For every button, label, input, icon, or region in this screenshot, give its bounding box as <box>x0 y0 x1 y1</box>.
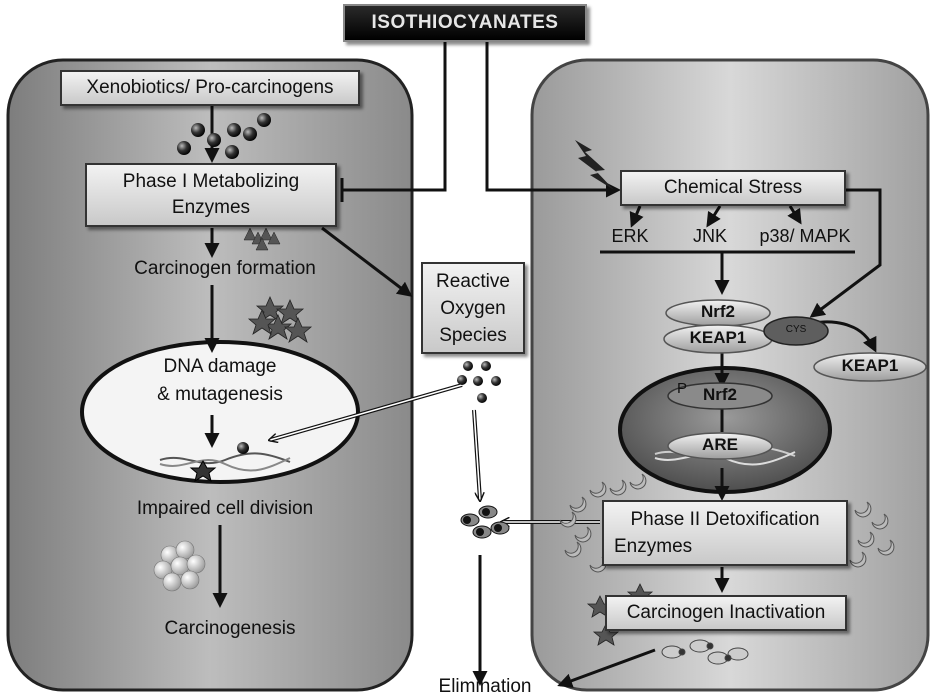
phase2-label-line1: Phase II Detoxification <box>630 509 820 530</box>
ros-label-line2: Oxygen <box>440 297 506 319</box>
nrf2-nucleus-label: Nrf2 <box>702 385 737 404</box>
xenobiotics-box: Xenobiotics/ Pro-carcinogens <box>60 70 360 106</box>
carcinogen-inactivation-label: Carcinogen Inactivation <box>626 602 826 623</box>
arrow-to-chemical-stress <box>485 40 621 198</box>
are-pill <box>667 432 773 460</box>
left-nucleus <box>80 340 360 484</box>
phase1-label-line1: Phase I Metabolizing <box>122 171 300 192</box>
ros-particles <box>457 361 501 403</box>
carcinogen-formation-label: Carcinogen formation <box>134 258 316 279</box>
dna-strand-left <box>159 452 291 465</box>
triangle-particles <box>243 227 281 251</box>
dna-lesion-star <box>189 459 217 483</box>
phase2-enzymes-box: Phase II Detoxification Enzymes <box>602 500 848 566</box>
arrow-stress-cys <box>809 188 882 318</box>
cys-pill <box>763 316 829 346</box>
impaired-cell-division-label: Impaired cell division <box>136 498 314 519</box>
arrow-p38 <box>787 205 802 225</box>
dna-strand-left-2 <box>159 457 291 472</box>
xenobiotics-label: Xenobiotics/ Pro-carcinogens <box>86 77 334 98</box>
keap1-label: KEAP1 <box>689 328 747 347</box>
keap1-released-pill <box>813 352 927 382</box>
ros-label-line1: Reactive <box>436 270 510 292</box>
phase1-enzymes-box: Phase I Metabolizing Enzymes <box>85 163 337 227</box>
inhibition-line <box>342 40 447 192</box>
phase2-enzyme-crescents <box>559 473 895 573</box>
phase2-label-line2: Enzymes <box>614 536 693 557</box>
are-label: ARE <box>702 435 738 454</box>
p38-mapk-label: p38/ MAPK <box>759 226 851 246</box>
nrf2-label: Nrf2 <box>700 302 735 321</box>
jnk-label: JNK <box>692 226 727 246</box>
chemical-stress-label: Chemical Stress <box>663 177 803 198</box>
arrow-ros-dna <box>270 384 463 440</box>
tumor-cell-cluster <box>153 540 206 592</box>
carcinogen-inactivation-box: Carcinogen Inactivation <box>605 595 847 631</box>
carcinogen-star-cluster <box>247 296 313 343</box>
cys-label: CYS <box>785 324 807 335</box>
isothiocyanates-title-box: ISOTHIOCYANATES <box>343 4 587 42</box>
chemical-stress-box: Chemical Stress <box>620 170 846 206</box>
dna-lesion-particle <box>237 442 249 454</box>
phospho-marker-label: P <box>676 380 687 397</box>
keap1-released-label: KEAP1 <box>841 356 899 375</box>
elimination-label: Elimination <box>438 676 532 697</box>
arrow-erk <box>629 205 644 228</box>
arrow-inactivation-elimination <box>557 648 656 688</box>
erk-label: ERK <box>611 226 649 246</box>
dna-damage-label-line1: DNA damage <box>163 356 277 377</box>
lightning-icon <box>575 140 614 190</box>
nrf2-nucleus-pill <box>667 382 773 410</box>
arrow-ros-down <box>473 409 480 500</box>
dna-damage-label-line2: & mutagenesis <box>157 384 283 405</box>
arrow-jnk <box>706 205 722 228</box>
carcinogenesis-label: Carcinogenesis <box>164 618 296 639</box>
pro-carcinogen-particles <box>177 113 271 159</box>
ros-box: Reactive Oxygen Species <box>421 262 525 354</box>
neutralized-complex <box>460 505 510 539</box>
phase1-label-line2: Enzymes <box>171 197 251 218</box>
arrow-phase1-ros <box>321 226 413 297</box>
eliminated-complexes <box>661 639 749 665</box>
title-text: ISOTHIOCYANATES <box>371 12 559 33</box>
ros-label-line3: Species <box>439 324 507 346</box>
